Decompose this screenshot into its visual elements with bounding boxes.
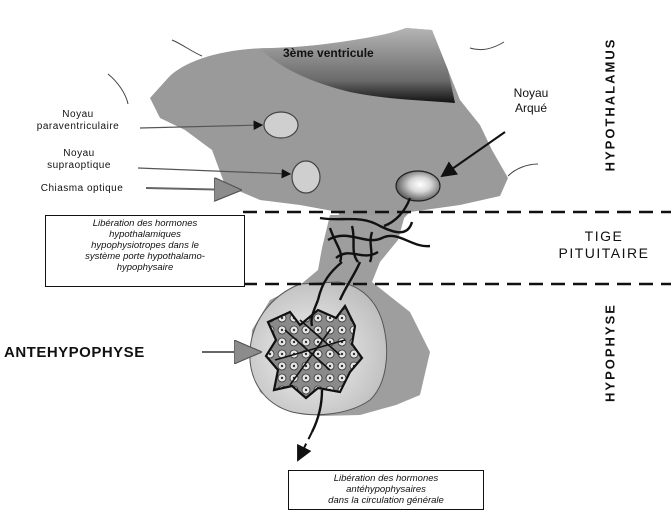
arcuate-label: Noyau Arqué xyxy=(496,86,566,116)
stalk-region-label: TIGE PITUITAIRE xyxy=(540,228,668,262)
paraventricular-label: Noyau paraventriculaire xyxy=(18,109,138,133)
arcuate-nucleus xyxy=(396,171,440,201)
pituitary-region-label: HYPOPHYSE xyxy=(603,293,618,413)
anterior-release-box: Libération des hormones antéhypophysaire… xyxy=(288,470,484,510)
chiasma-label: Chiasma optique xyxy=(22,183,142,195)
hypothalamus-region-label: HYPOTHALAMUS xyxy=(603,35,618,175)
paraventricular-nucleus xyxy=(264,112,298,138)
supraoptic-label: Noyau supraoptique xyxy=(24,148,134,172)
supraoptic-nucleus xyxy=(292,161,320,193)
third-ventricle-label: 3ème ventricule xyxy=(283,46,374,60)
hypothalamic-release-box: Libération des hormones hypothalamiques … xyxy=(45,215,245,287)
anterior-pituitary-label: ANTEHYPOPHYSE xyxy=(4,344,145,361)
